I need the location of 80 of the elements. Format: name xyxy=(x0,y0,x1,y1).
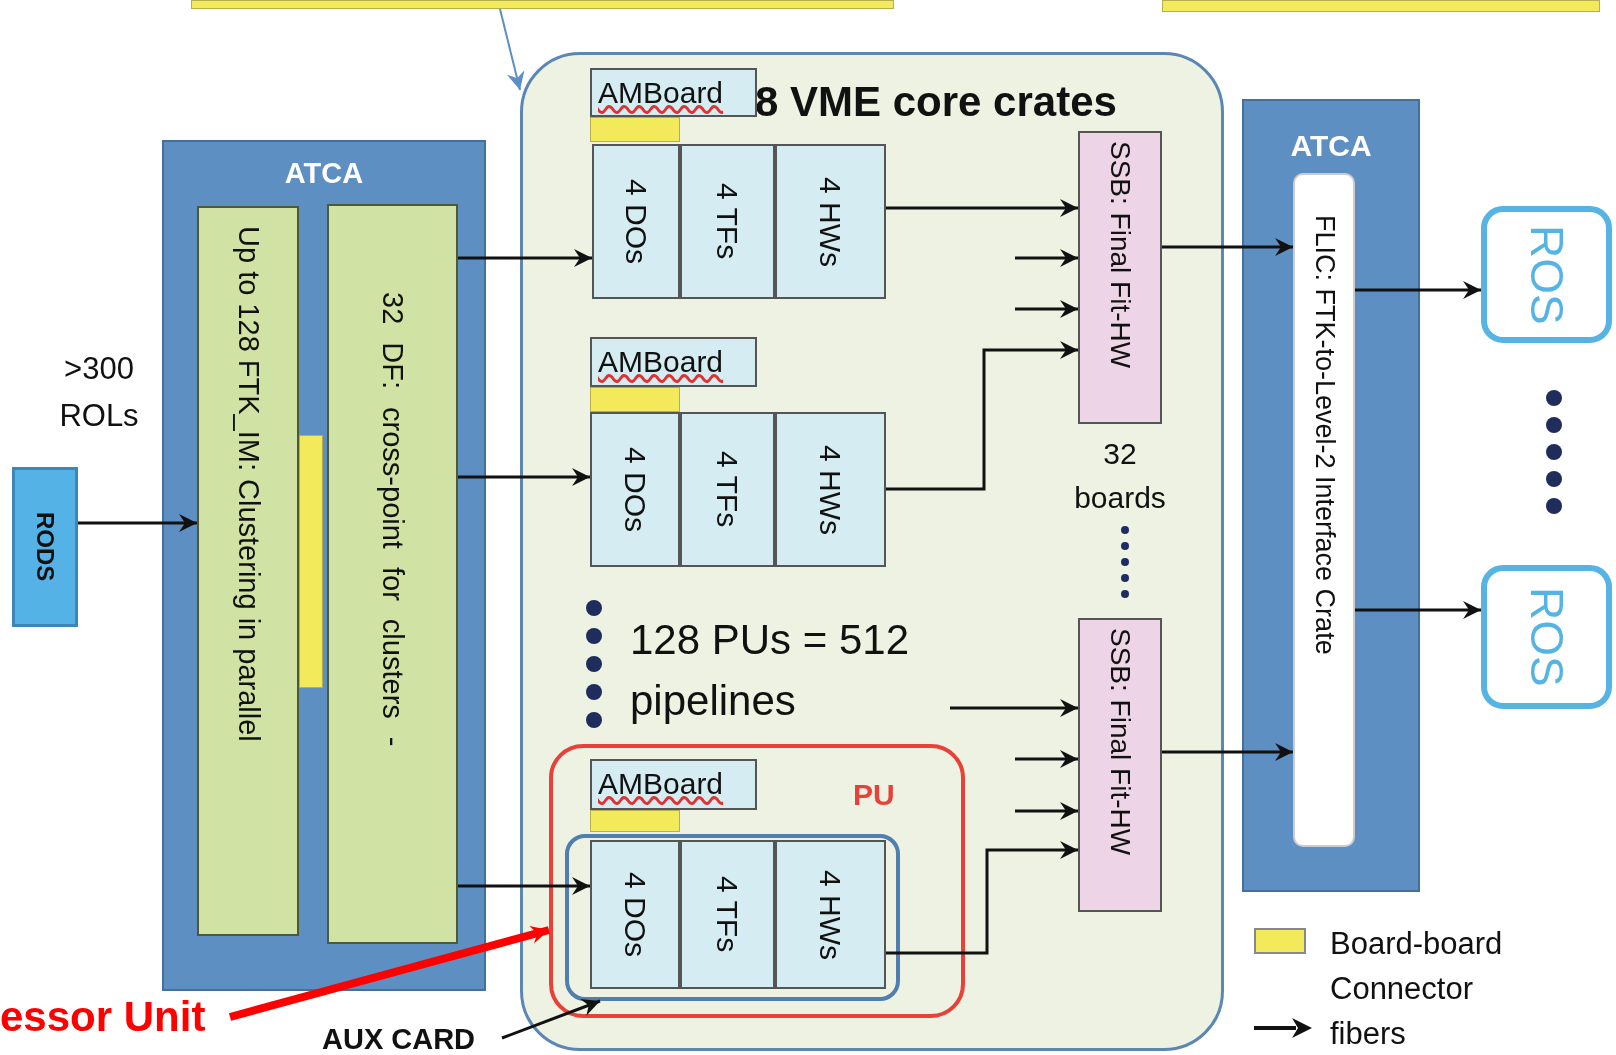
arrow xyxy=(501,998,601,1040)
callout-bar xyxy=(191,0,894,9)
board-box xyxy=(327,204,458,944)
panel-title: ATCA xyxy=(284,157,364,189)
card-outline xyxy=(565,834,900,1001)
module-cell xyxy=(680,144,775,299)
board-box xyxy=(197,206,299,936)
crate-panel xyxy=(162,140,486,991)
group-title: 8 VME core crates xyxy=(755,78,1117,125)
box-label: 4 HWs xyxy=(814,869,847,960)
box-label: 4 TFs xyxy=(711,451,744,528)
arrow xyxy=(499,8,525,91)
arrow xyxy=(886,199,1078,217)
arrow xyxy=(1015,300,1078,318)
box-label: 4 DOs xyxy=(619,179,653,264)
panel-title: ATCA xyxy=(1290,129,1372,162)
annotation-text: essor Unit xyxy=(0,993,230,1043)
board-box xyxy=(590,337,757,387)
box-label: SSB: Final Fit-HW xyxy=(1104,141,1136,369)
board-box xyxy=(1293,173,1355,847)
count-note: 32 boards xyxy=(1073,436,1167,516)
arrow xyxy=(458,249,592,267)
box-label: SSB: Final Fit-HW xyxy=(1104,628,1136,856)
arrow xyxy=(886,341,1078,491)
annotation-text: AUX CARD xyxy=(322,1023,502,1055)
group-outline xyxy=(549,744,965,1018)
box-label: FLIC: FTK-to-Level-2 Interface Crate xyxy=(1309,215,1339,655)
module-cell xyxy=(680,840,775,989)
group-title: PU xyxy=(853,778,895,811)
board-box xyxy=(1078,131,1162,424)
box-label: AMBoard xyxy=(598,76,724,109)
box-label: AMBoard xyxy=(598,767,724,800)
arrow xyxy=(886,841,1078,955)
module-cell xyxy=(775,840,886,989)
arrow xyxy=(1162,743,1293,761)
box-label: 4 DOs xyxy=(618,872,652,957)
module-cell xyxy=(775,144,886,299)
box-label: AMBoard xyxy=(598,345,724,378)
box-label: 32 DF: cross-point for clusters - xyxy=(376,292,409,747)
module-cell xyxy=(590,412,680,567)
module-cell xyxy=(590,840,680,989)
output-box xyxy=(1481,565,1612,709)
arrow xyxy=(458,877,590,895)
arrow xyxy=(1355,281,1481,299)
box-label: 4 TFs xyxy=(711,183,744,260)
process-box xyxy=(12,467,78,627)
output-box xyxy=(1481,206,1612,343)
board-box xyxy=(590,759,757,810)
box-label: 4 HWs xyxy=(814,176,847,267)
box-label: 4 DOs xyxy=(618,447,652,532)
box-label: 4 TFs xyxy=(711,876,744,953)
arrow xyxy=(1015,802,1078,820)
arrow xyxy=(458,468,590,486)
box-label: Up to 128 FTK_IM: Clustering in parallel xyxy=(232,226,264,742)
module-cell xyxy=(680,412,775,567)
module-cell xyxy=(592,144,680,299)
arrow xyxy=(950,699,1078,717)
connector-bar xyxy=(590,387,680,412)
arrow xyxy=(78,514,197,532)
callout-bar xyxy=(1162,0,1600,12)
connector-bar xyxy=(299,435,323,688)
module-cell xyxy=(775,412,886,567)
note-text: 128 PUs = 512 pipelines xyxy=(630,615,911,726)
arrow xyxy=(1015,249,1078,267)
box-label: 4 HWs xyxy=(814,444,847,535)
box-label: RODS xyxy=(31,512,59,582)
board-box xyxy=(590,68,757,117)
board-box xyxy=(1078,618,1162,912)
crate-panel xyxy=(1242,99,1420,892)
arrow xyxy=(1015,750,1078,768)
connector-bar xyxy=(590,810,680,832)
legend-text: fibers xyxy=(1330,1015,1407,1053)
arrow xyxy=(1162,238,1293,256)
box-label: ROS xyxy=(1521,587,1572,687)
arrow xyxy=(1355,601,1481,619)
crate-container xyxy=(520,52,1224,1051)
arrow xyxy=(228,926,551,1021)
connector-bar xyxy=(590,117,680,142)
box-label: ROS xyxy=(1521,224,1572,325)
note-text: >300 ROLs xyxy=(58,350,140,435)
